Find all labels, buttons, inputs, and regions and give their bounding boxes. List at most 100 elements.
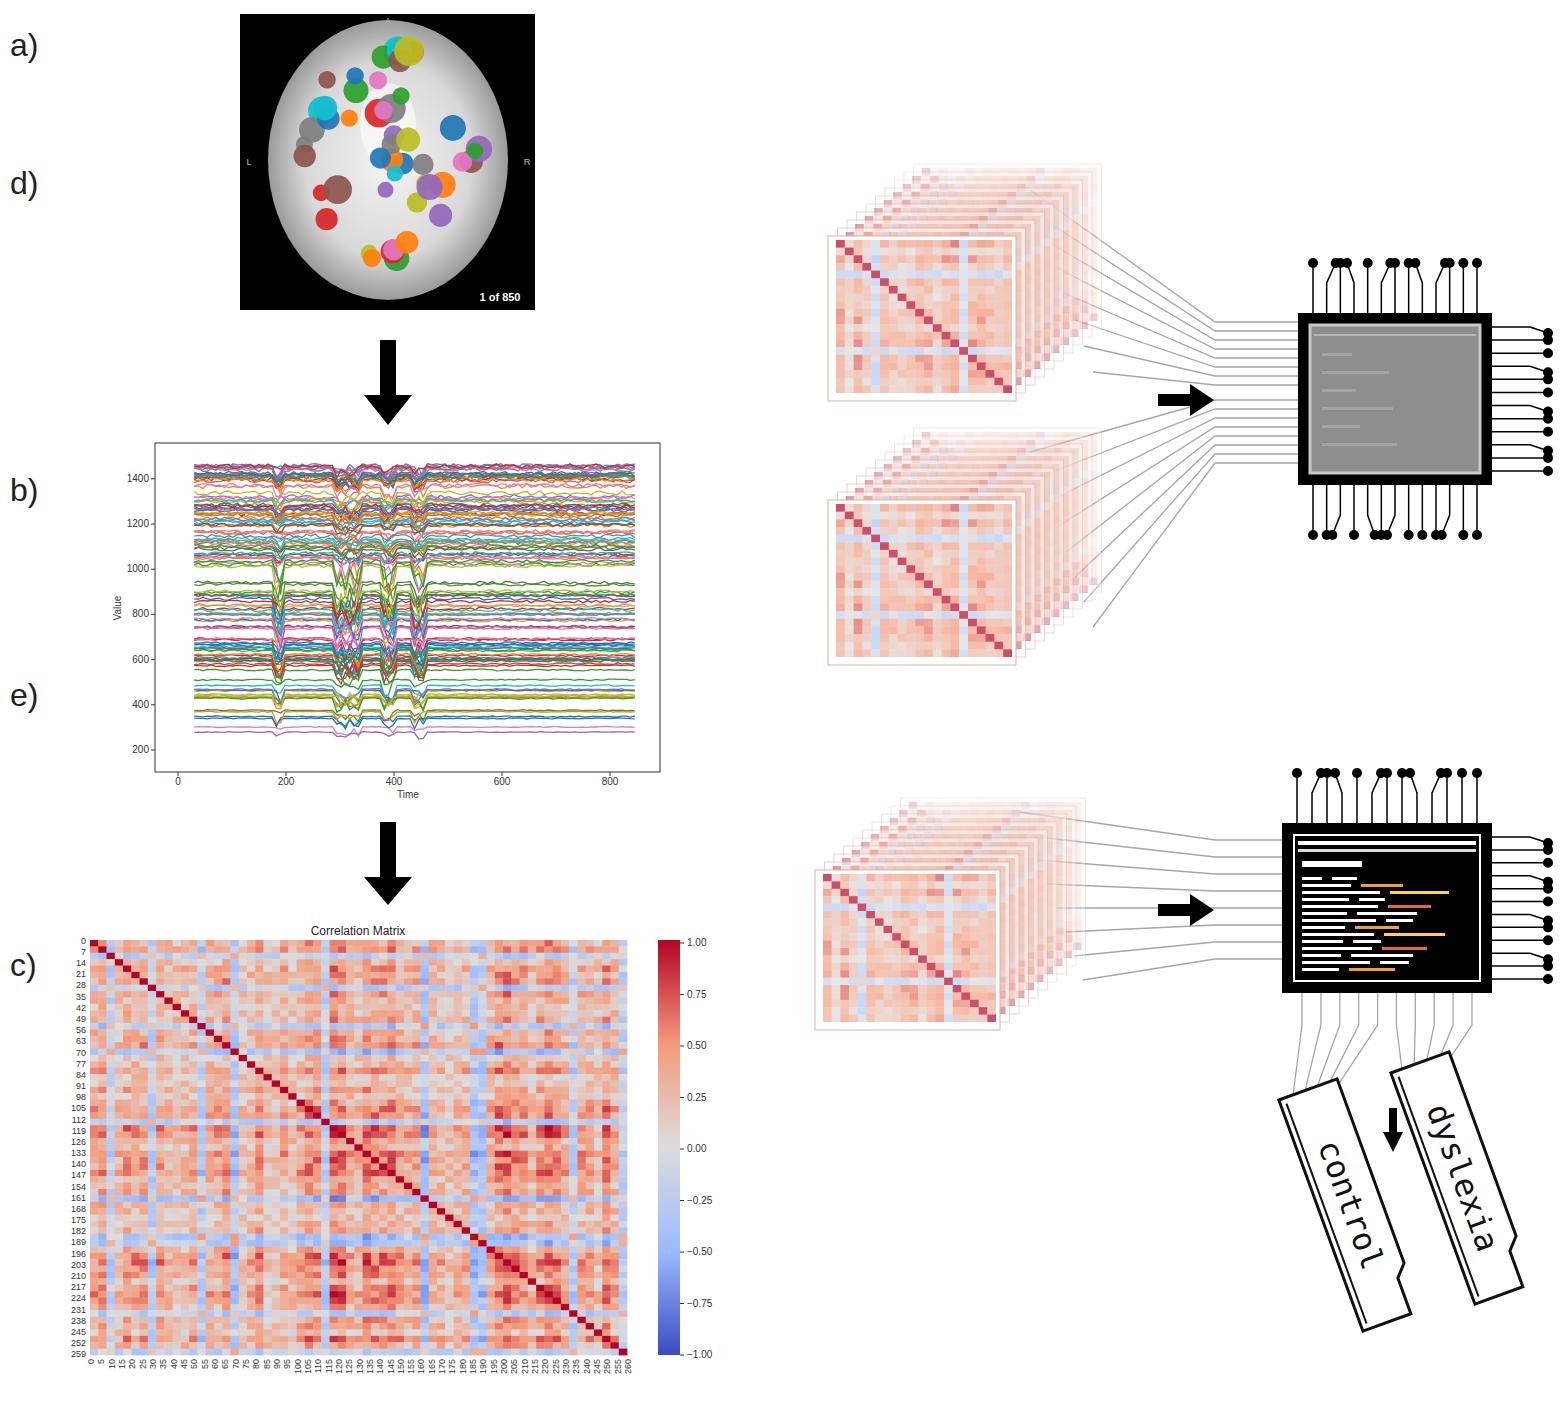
heatmap-cell: [338, 1029, 347, 1036]
heatmap-cell: [495, 997, 504, 1004]
heatmap-cell: [470, 1049, 479, 1056]
heatmap-cell: [487, 991, 496, 998]
heatmap-cell: [404, 985, 413, 992]
heatmap-cell: [536, 959, 545, 966]
heatmap-cell: [346, 1074, 355, 1081]
heatmap-cell: [586, 972, 595, 979]
heatmap-cell: [173, 978, 182, 985]
heatmap-cell: [520, 1061, 529, 1068]
heatmap-cell: [429, 953, 438, 960]
heatmap-cell: [594, 1087, 603, 1094]
heatmap-cell: [247, 1049, 256, 1056]
heatmap-cell: [602, 1029, 611, 1036]
heatmap-cell: [330, 991, 339, 998]
heatmap-cell: [131, 966, 140, 973]
heatmap-cell: [429, 1036, 438, 1043]
heatmap-cell: [321, 972, 330, 979]
heatmap-cell: [569, 1049, 578, 1056]
heatmap-cell: [445, 1106, 454, 1113]
heatmap-cell: [445, 1036, 454, 1043]
heatmap-cell: [454, 959, 463, 966]
heatmap-cell: [214, 940, 223, 947]
heatmap-cell: [495, 940, 504, 947]
heatmap-cell: [107, 953, 116, 960]
heatmap-cell: [297, 1017, 306, 1024]
heatmap-cell: [280, 1004, 289, 1011]
heatmap-cell: [561, 1029, 570, 1036]
heatmap-cell: [379, 940, 388, 947]
heatmap-cell: [280, 966, 289, 973]
heatmap-cell: [536, 1100, 545, 1107]
heatmap-cell: [131, 1029, 140, 1036]
heatmap-cell: [354, 1068, 363, 1075]
roi-circle: [341, 110, 358, 127]
heatmap-cell: [321, 1106, 330, 1113]
heatmap-cell: [487, 1004, 496, 1011]
heatmap-cell: [495, 1029, 504, 1036]
heatmap-cell: [544, 1112, 553, 1119]
heatmap-cell: [280, 1074, 289, 1081]
heatmap-cell: [586, 1093, 595, 1100]
heatmap-cell: [206, 959, 215, 966]
heatmap-cell: [412, 991, 421, 998]
heatmap-cell: [206, 972, 215, 979]
heatmap-cell: [420, 1074, 429, 1081]
heatmap-cell: [379, 1036, 388, 1043]
heatmap-cell: [181, 1112, 190, 1119]
heatmap-cell: [148, 972, 157, 979]
heatmap-cell: [577, 1061, 586, 1068]
heatmap-cell: [90, 1080, 99, 1087]
heatmap-cell: [363, 1106, 372, 1113]
heatmap-cell: [272, 1061, 281, 1068]
heatmap-cell: [346, 1023, 355, 1030]
heatmap-cell: [115, 953, 124, 960]
heatmap-cell: [164, 1112, 173, 1119]
heatmap-cell: [305, 1087, 314, 1094]
heatmap-cell: [536, 1106, 545, 1113]
heatmap-cell: [156, 1017, 165, 1024]
heatmap-cell: [197, 1100, 206, 1107]
heatmap-cell: [90, 997, 99, 1004]
heatmap-cell: [288, 1023, 297, 1030]
heatmap-cell: [487, 978, 496, 985]
heatmap-cell: [206, 1036, 215, 1043]
heatmap-cell: [420, 1004, 429, 1011]
heatmap-cell: [330, 985, 339, 992]
heatmap-cell: [131, 1100, 140, 1107]
heatmap-cell: [610, 1061, 619, 1068]
heatmap-cell: [569, 1036, 578, 1043]
heatmap-cell: [396, 959, 405, 966]
heatmap-cell: [305, 1029, 314, 1036]
heatmap-cell: [115, 940, 124, 947]
heatmap-cell: [98, 966, 107, 973]
heatmap-cell: [255, 985, 264, 992]
roi-circle: [346, 67, 363, 84]
heatmap-cell: [247, 1061, 256, 1068]
heatmap-cell: [173, 1106, 182, 1113]
heatmap-cell: [164, 1055, 173, 1062]
heatmap-cell: [197, 1106, 206, 1113]
heatmap-cell: [255, 1004, 264, 1011]
heatmap-cell: [553, 972, 562, 979]
heatmap-cell: [569, 1087, 578, 1094]
heatmap-cell: [148, 966, 157, 973]
heatmap-cell: [553, 991, 562, 998]
heatmap-cell: [396, 966, 405, 973]
heatmap-cell: [387, 1061, 396, 1068]
heatmap-cell: [437, 1049, 446, 1056]
heatmap-cell: [272, 1093, 281, 1100]
heatmap-cell: [148, 991, 157, 998]
heatmap-cell: [561, 1080, 570, 1087]
heatmap-cell: [470, 1106, 479, 1113]
heatmap-cell: [553, 1093, 562, 1100]
heatmap-cell: [536, 940, 545, 947]
heatmap-cell: [602, 1068, 611, 1075]
heatmap-cell: [445, 1023, 454, 1030]
heatmap-cell: [404, 1087, 413, 1094]
heatmap-cell: [610, 940, 619, 947]
heatmap-cell: [222, 953, 231, 960]
heatmap-cell: [561, 1061, 570, 1068]
heatmap-cell: [387, 1055, 396, 1062]
heatmap-cell: [164, 1029, 173, 1036]
heatmap-cell: [148, 978, 157, 985]
